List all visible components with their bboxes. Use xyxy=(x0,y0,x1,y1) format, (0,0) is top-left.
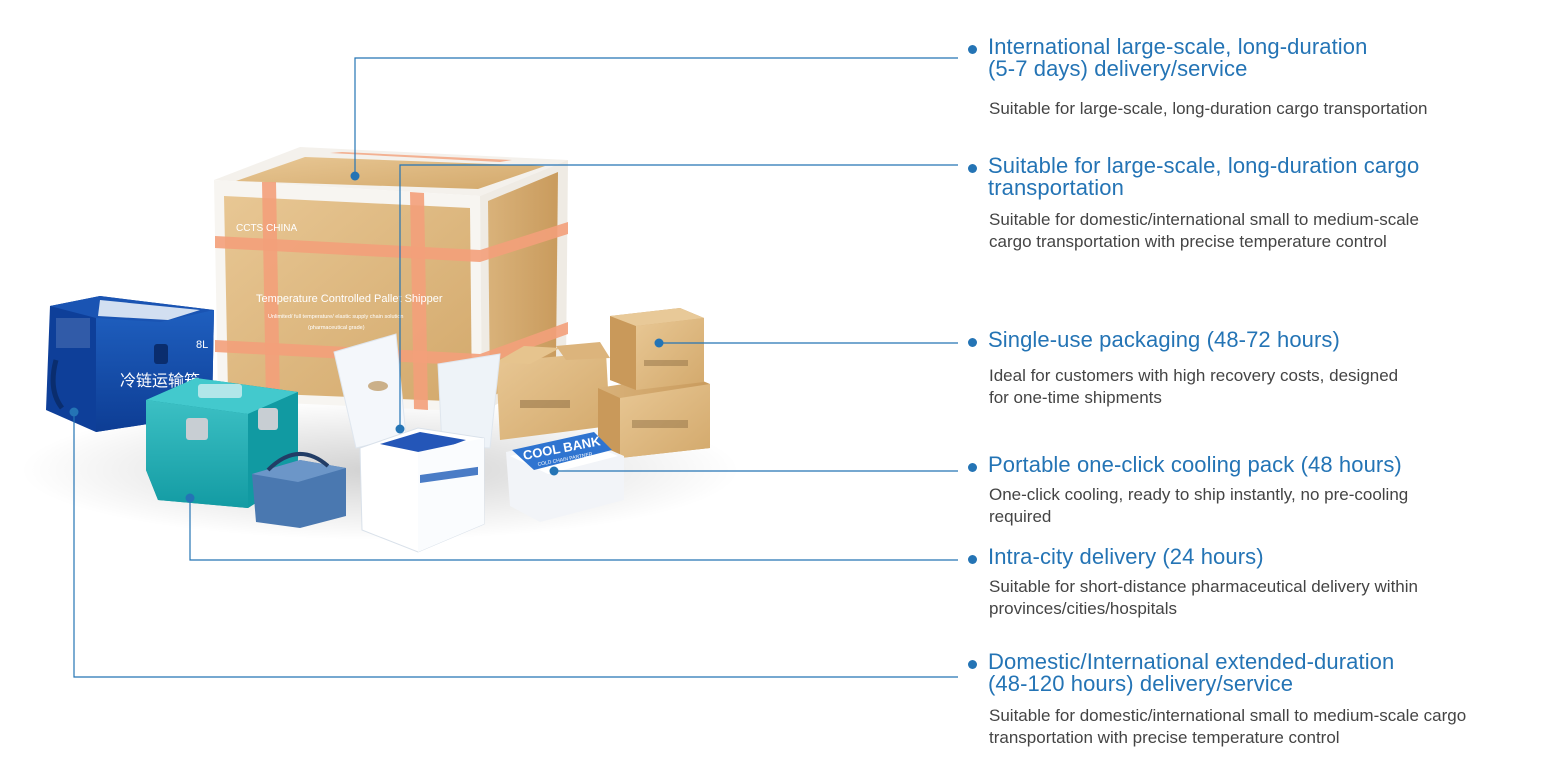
feature-item-intra-city: Intra-city delivery (24 hours) Suitable … xyxy=(968,546,1548,620)
feature-description: One-click cooling, ready to ship instant… xyxy=(989,485,1409,526)
feature-title-text: Single-use packaging (48-72 hours) xyxy=(988,327,1340,352)
feature-title: Domestic/International extended-duration… xyxy=(968,651,1548,695)
bullet-dot xyxy=(968,555,977,564)
leader-dot-2 xyxy=(395,424,405,434)
feature-title: Suitable for large-scale, long-duration … xyxy=(968,155,1548,199)
leader-line-1 xyxy=(354,57,958,176)
leader-dot-1 xyxy=(350,171,360,181)
cooler-size: 8L xyxy=(196,339,208,351)
feature-item-single-use: Single-use packaging (48-72 hours) Ideal… xyxy=(968,329,1548,409)
bullet-dot xyxy=(968,660,977,669)
feature-title-text: Intra-city delivery (24 hours) xyxy=(988,544,1264,569)
pallet-shipper: CCTS CHINA Temperature Controlled Pallet… xyxy=(214,147,568,412)
leader-dot-4 xyxy=(549,466,559,476)
cool-bank-box: COOL BANK COLD CHAIN PARTNER xyxy=(506,432,624,522)
leader-lines xyxy=(73,57,958,678)
pallet-subtitle: Unlimited/ full temperature/ elastic sup… xyxy=(268,314,403,320)
feature-description: Suitable for domestic/international smal… xyxy=(989,706,1467,747)
feature-title-text: Portable one-click cooling pack (48 hour… xyxy=(988,452,1402,477)
feature-title: Intra-city delivery (24 hours) xyxy=(968,546,1548,568)
leader-dot-6 xyxy=(69,407,79,417)
feature-title: Portable one-click cooling pack (48 hour… xyxy=(968,454,1548,476)
feature-description: Suitable for domestic/international smal… xyxy=(989,210,1419,251)
leader-line-2 xyxy=(399,164,958,429)
cardboard-boxes xyxy=(496,308,710,458)
bullet-dot xyxy=(968,164,977,173)
pallet-grade: (pharmaceutical grade) xyxy=(308,325,365,331)
feature-description: Ideal for customers with high recovery c… xyxy=(989,366,1399,407)
feature-item-large-scale: Suitable for large-scale, long-duration … xyxy=(968,155,1548,253)
feature-item-cooling-pack: Portable one-click cooling pack (48 hour… xyxy=(968,454,1548,528)
leader-dot-5 xyxy=(185,493,195,503)
feature-title-text: International large-scale, long-duration… xyxy=(988,34,1368,81)
bullet-dot xyxy=(968,338,977,347)
feature-item-pallet: International large-scale, long-duration… xyxy=(968,36,1548,120)
feature-title-text: Domestic/International extended-duration… xyxy=(988,649,1395,696)
bullet-dot xyxy=(968,463,977,472)
leader-line-6 xyxy=(73,412,958,678)
feature-title: International large-scale, long-duration… xyxy=(968,36,1548,80)
bullet-dot xyxy=(968,45,977,54)
feature-item-extended-duration: Domestic/International extended-duration… xyxy=(968,651,1548,749)
feature-title: Single-use packaging (48-72 hours) xyxy=(968,329,1548,351)
single-use-box xyxy=(333,333,501,553)
pallet-name: Temperature Controlled Pallet Shipper xyxy=(256,293,443,305)
feature-description: Suitable for short-distance pharmaceutic… xyxy=(989,577,1418,618)
feature-title-text: Suitable for large-scale, long-duration … xyxy=(988,153,1420,200)
leader-dots xyxy=(69,171,664,503)
leader-dot-3 xyxy=(654,338,664,348)
leader-line-5 xyxy=(189,498,958,561)
feature-description: Suitable for large-scale, long-duration … xyxy=(989,99,1428,118)
pallet-brand: CCTS CHINA xyxy=(236,223,297,234)
small-soft-bag xyxy=(252,451,346,528)
